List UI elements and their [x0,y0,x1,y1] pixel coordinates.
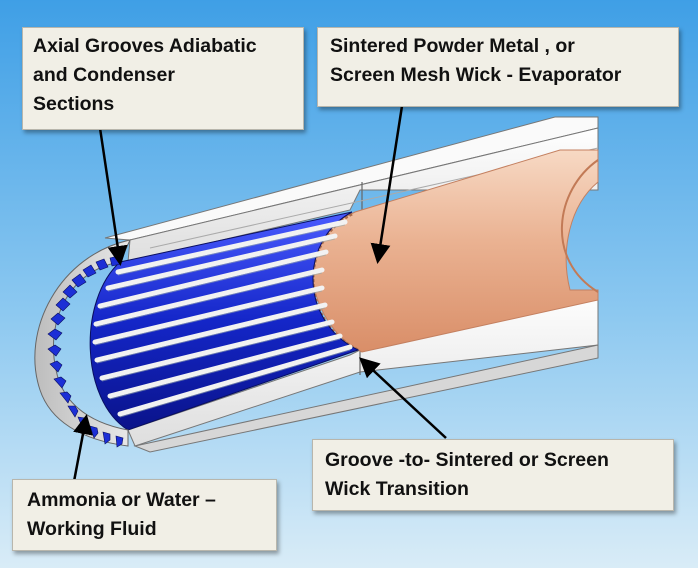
callout-working-fluid-line-2: Working Fluid [27,518,157,540]
axial-grooves [89,211,360,431]
arrow-axial-grooves [98,127,128,266]
callout-transition-line-2: Wick Transition [325,478,469,500]
callout-transition-line-1: Groove -to- Sintered or Screen [325,449,609,471]
pipe-top-surface [104,116,599,241]
callout-working-fluid: Ammonia or Water – Working Fluid [12,479,277,551]
callout-sintered-wick-line-1: Sintered Powder Metal , or [330,35,575,57]
callout-working-fluid-line-1: Ammonia or Water – [27,489,216,511]
callout-sintered-wick: Sintered Powder Metal , or Screen Mesh W… [317,27,679,107]
callout-axial-grooves-line-3: Sections [33,93,115,115]
pipe-bottom-surface [133,344,599,453]
callout-axial-grooves-line-2: and Condenser [33,64,175,86]
callout-sintered-wick-line-2: Screen Mesh Wick - Evaporator [330,64,622,86]
callout-transition: Groove -to- Sintered or Screen Wick Tran… [312,439,674,511]
callout-axial-grooves: Axial Grooves Adiabatic and Condenser Se… [22,27,304,130]
arrow-transition [359,357,447,439]
sintered-wick-far-rim [561,159,599,293]
arrow-sintered-wick [370,105,404,264]
callout-axial-grooves-line-1: Axial Grooves Adiabatic [33,35,257,57]
